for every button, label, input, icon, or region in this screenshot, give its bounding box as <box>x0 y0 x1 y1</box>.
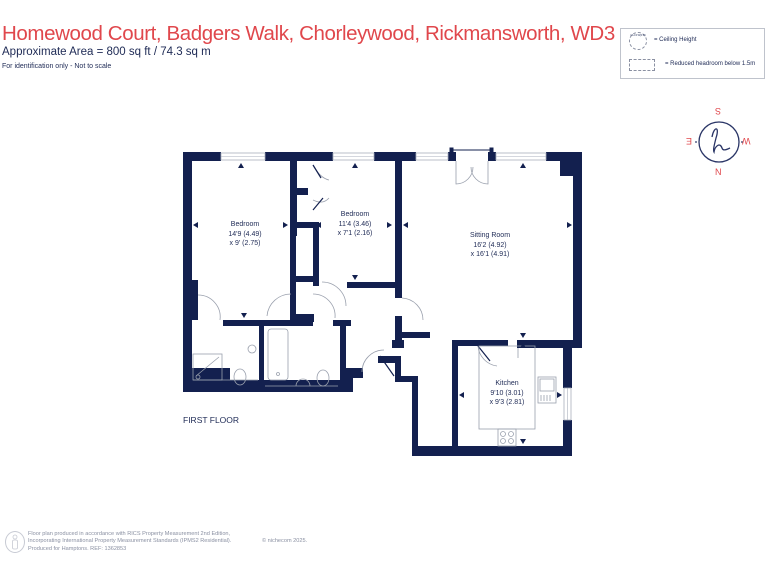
room-sitting-room: Sitting Room 16'2 (4.92) x 16'1 (4.91) <box>470 231 510 260</box>
room-name: Kitchen <box>495 380 519 387</box>
room-dim: x 7'1 (2.16) <box>337 230 373 237</box>
room-dim: 14'9 (4.49) <box>228 230 262 238</box>
hob-icon <box>497 428 517 447</box>
disclaimer: For identification only - Not to scale <box>2 63 112 70</box>
reduced-headroom-label: = Reduced headroom below 1.5m <box>665 61 756 67</box>
kitchen-sink-icon <box>537 376 557 404</box>
logo-h-icon <box>711 128 731 155</box>
ceiling-height-icon: CH 0'0(0.0) <box>629 32 647 50</box>
room-dim: x 16'1 (4.91) <box>470 251 510 258</box>
approximate-area: Approximate Area = 800 sq ft / 74.3 sq m <box>2 46 211 58</box>
door-swings <box>197 161 519 373</box>
legend-box: CH 0'0(0.0) = Ceiling Height = Reduced h… <box>620 28 765 79</box>
copyright: © nichecom 2025. <box>262 538 308 544</box>
room-dim: x 9' (2.75) <box>229 240 261 247</box>
basin-icon <box>295 378 311 387</box>
footer-line: Produced for Hamptons. REF: 1362853 <box>28 545 127 552</box>
bathroom-fixtures <box>192 328 338 387</box>
dimension-arrows <box>193 163 572 444</box>
footer-line: Incorporating International Property Mea… <box>28 538 232 545</box>
compass: S W N E <box>686 104 751 184</box>
room-bedroom-2: Bedroom 11'4 (3.46) x 7'1 (2.16) <box>338 210 373 239</box>
room-name: Bedroom <box>230 221 260 228</box>
floor-label: FIRST FLOOR <box>183 415 240 425</box>
room-name: Sitting Room <box>469 232 511 239</box>
room-dim: 9'10 (3.01) <box>490 389 524 397</box>
footer-notes: Floor plan produced in accordance with R… <box>28 531 231 553</box>
reduced-headroom-icon <box>629 59 655 71</box>
room-bedroom-1: Bedroom 14'9 (4.49) x 9' (2.75) <box>228 220 261 249</box>
footer-line: Floor plan produced in accordance with R… <box>28 531 231 537</box>
person-icon <box>5 531 25 553</box>
room-kitchen: Kitchen 9'10 (3.01) x 9'3 (2.81) <box>490 379 525 408</box>
toilet-icon <box>233 368 247 386</box>
basin-icon <box>247 344 257 354</box>
french-doors <box>449 147 494 154</box>
property-title: Homewood Court, Badgers Walk, Chorleywoo… <box>2 22 615 45</box>
walls <box>183 152 582 456</box>
compass-north: N <box>715 167 722 177</box>
room-dim: 11'4 (3.46) <box>338 220 372 228</box>
compass-circle-icon <box>695 121 743 163</box>
bath-icon <box>267 328 289 381</box>
room-dim: 16'2 (4.92) <box>473 241 507 249</box>
ceiling-height-label: = Ceiling Height <box>654 37 697 43</box>
room-dim: x 9'3 (2.81) <box>489 399 525 406</box>
room-name: Bedroom <box>340 211 370 218</box>
